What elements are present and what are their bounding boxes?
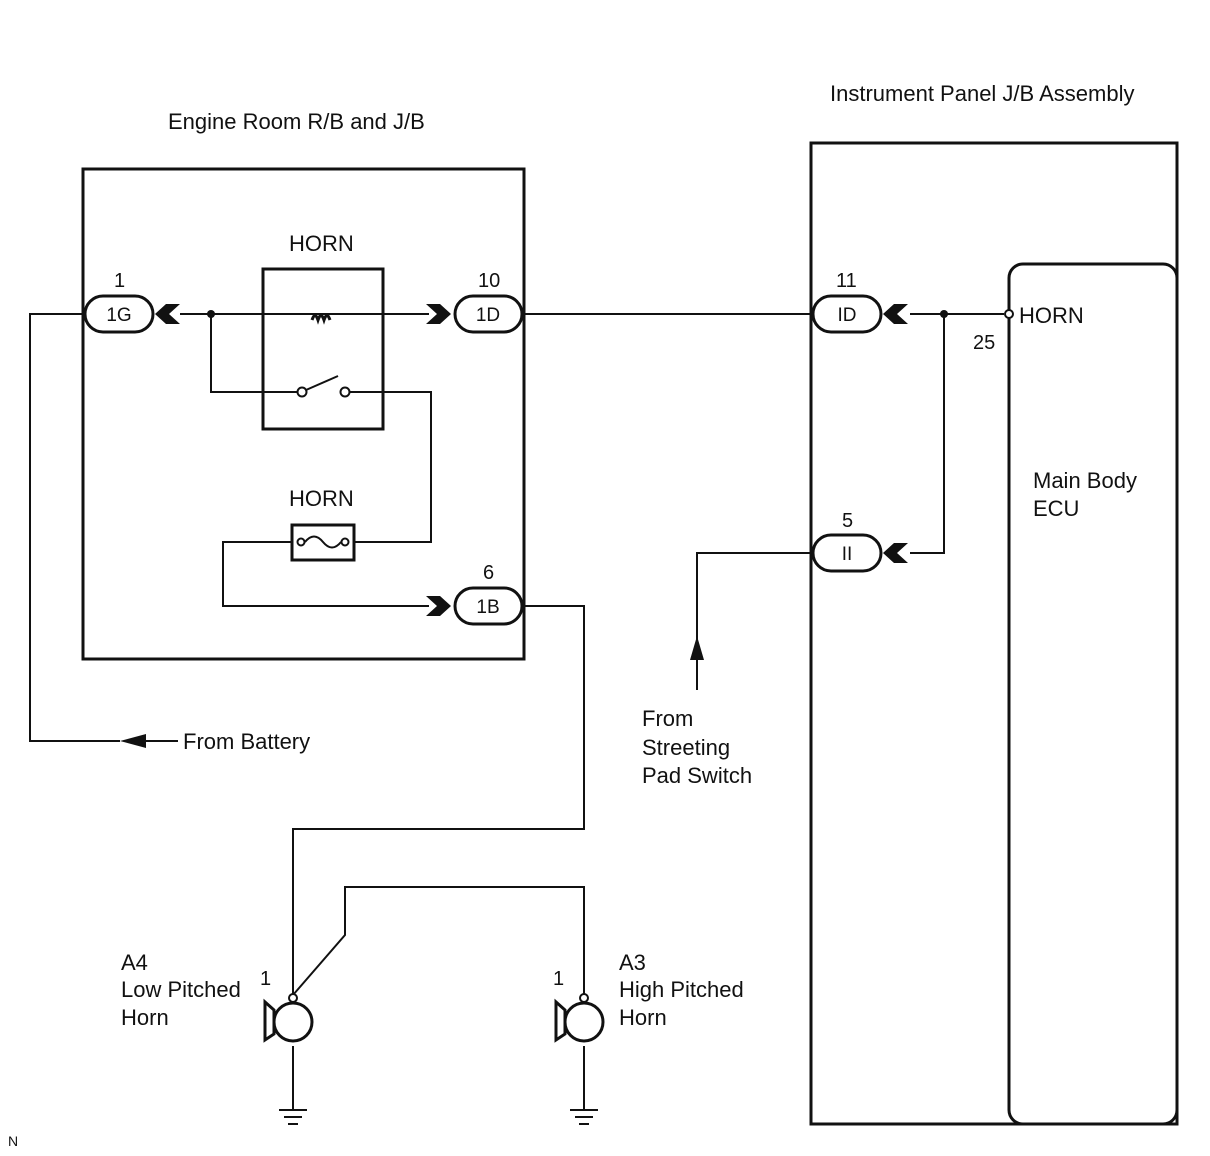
from-battery-label: From Battery [183, 729, 310, 754]
steering-pad-arrow-icon [690, 636, 704, 660]
corner-mark: N [8, 1133, 18, 1149]
connector-1B-pin: 6 [483, 562, 494, 584]
wire-relay-to-fuse [345, 391, 432, 543]
connector-1G-code: 1G [106, 305, 131, 326]
wire-relay-switch-in [210, 314, 302, 393]
connector-ID-code: ID [838, 305, 857, 326]
connector-1D-pin: 10 [478, 270, 500, 292]
low-horn-name-line1: Low Pitched [121, 977, 241, 1002]
wire-fuse-to-1B [222, 541, 429, 607]
relay-label: HORN [289, 231, 354, 256]
steering-pad-label-line2: Streeting [642, 735, 730, 760]
connector-1G-pin: 1 [114, 270, 125, 292]
ecu-horn-terminal [1004, 309, 1014, 319]
from-battery-arrow-icon [120, 734, 146, 748]
relay-coil-icon [310, 314, 332, 325]
connector-ID-pin: 11 [836, 270, 857, 292]
instrument-panel-box-title: Instrument Panel J/B Assembly [830, 81, 1134, 106]
wire-battery-feed [29, 313, 120, 742]
horn-relay [261, 267, 385, 431]
fuse-label: HORN [289, 486, 354, 511]
low-horn-speaker-icon [263, 993, 314, 1043]
steering-pad-label-line3: Pad Switch [642, 763, 752, 788]
fuse-terminal-right [340, 537, 350, 547]
ecu-horn-terminal-label: HORN [1019, 303, 1084, 328]
low-horn-pin: 1 [260, 968, 271, 990]
engine-room-junction-box [81, 167, 526, 661]
wire-II-to-steering-pad [696, 552, 811, 690]
connector-II-code: II [842, 544, 853, 565]
junction-dot-relay [207, 310, 215, 318]
wire-ecu-to-II [910, 314, 945, 554]
relay-switch-blade [305, 375, 339, 391]
relay-contact-left [296, 386, 308, 398]
engine-room-box-title: Engine Room R/B and J/B [168, 109, 425, 134]
high-horn-name-line1: High Pitched [619, 977, 744, 1002]
wire-to-high-horn [292, 886, 585, 996]
connector-II-pin: 5 [842, 510, 853, 532]
ecu-horn-terminal-pin: 25 [973, 332, 995, 354]
connector-1D-code: 1D [476, 305, 500, 326]
connector-1B: 1B [426, 586, 524, 626]
steering-pad-label-line1: From [642, 706, 693, 731]
low-horn-code: A4 [121, 950, 148, 975]
wire-1B-to-low-horn [292, 605, 585, 995]
connector-1G: 1G [83, 294, 180, 334]
connector-1B-code: 1B [476, 597, 499, 618]
high-horn-speaker-icon [554, 993, 605, 1043]
high-horn-name-line2: Horn [619, 1005, 667, 1030]
ecu-title-line2: ECU [1033, 496, 1079, 521]
low-horn-name-line2: Horn [121, 1005, 169, 1030]
relay-contact-right [339, 386, 351, 398]
low-horn-ground-icon [279, 1109, 307, 1125]
fuse-terminal-left [296, 537, 306, 547]
main-body-ecu [1007, 262, 1179, 1126]
connector-ID: ID [811, 294, 908, 334]
high-horn-pin: 1 [553, 968, 564, 990]
connector-1D: 1D [426, 294, 524, 334]
high-horn-code: A3 [619, 950, 646, 975]
ecu-title-line1: Main Body [1033, 468, 1137, 493]
high-horn-ground-icon [570, 1109, 598, 1125]
instrument-panel-junction-box [809, 141, 1179, 1126]
fuse-element-icon [304, 535, 342, 549]
connector-II: II [811, 533, 908, 573]
junction-dot-ecu [940, 310, 948, 318]
